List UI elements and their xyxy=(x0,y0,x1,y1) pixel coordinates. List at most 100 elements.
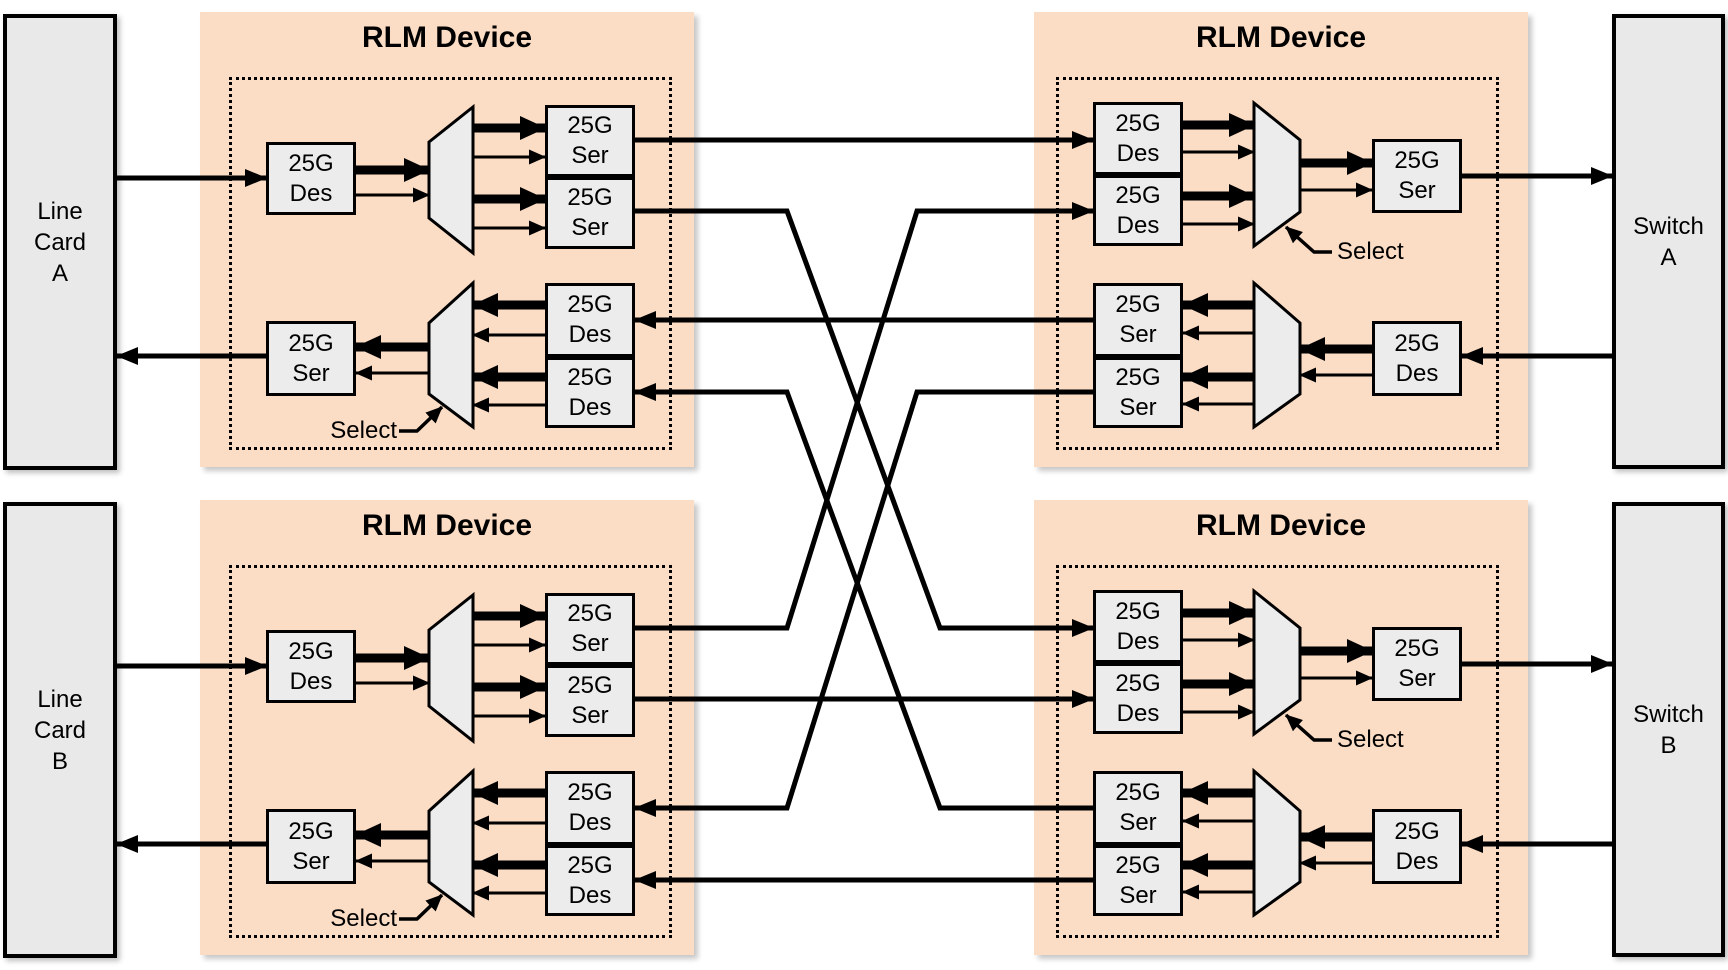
rlm-device-top-right: RLM Device 25G Des 25G Des 25G Ser 25G S… xyxy=(1034,12,1528,467)
chip-label: 25G xyxy=(1394,635,1440,662)
chip-label: Des xyxy=(289,179,333,207)
chip-label: Ser xyxy=(571,214,609,241)
chip-label: Ser xyxy=(1398,665,1436,692)
chip-label: 25G xyxy=(1115,109,1161,137)
ser2-box: 25G Ser xyxy=(545,177,635,249)
ser1-box: 25G Ser xyxy=(545,105,635,177)
line-card-a-label: Line xyxy=(37,197,83,225)
chip-label: 25G xyxy=(567,291,613,318)
chip-label: 25G xyxy=(567,672,613,699)
chip-label: Des xyxy=(1116,627,1160,655)
chip-label: 25G xyxy=(1115,181,1161,209)
ser-box-egress: 25G Ser xyxy=(266,321,356,396)
chip-label: Ser xyxy=(1119,809,1157,836)
ser-box-egress: 25G Ser xyxy=(1372,139,1462,213)
chip-label: Des xyxy=(1395,847,1439,875)
ser-box-egress: 25G Ser xyxy=(266,809,356,884)
select-label: Select xyxy=(1337,238,1404,265)
des2-box: 25G Des xyxy=(1093,175,1183,246)
demux-ratio-label: 1:2 xyxy=(435,655,467,681)
ser2-box: 25G Ser xyxy=(1093,357,1183,428)
chip-label: Des xyxy=(568,881,612,909)
ser1-box: 25G Ser xyxy=(545,593,635,665)
des-box-ingress: 25G Des xyxy=(266,142,356,215)
des1-box: 25G Des xyxy=(545,283,635,357)
chip-label: 25G xyxy=(1115,363,1161,391)
chip-label: 25G xyxy=(1115,851,1161,879)
chip-label: Ser xyxy=(1119,881,1157,909)
rlm-device-title: RLM Device xyxy=(1195,509,1367,542)
link-tr-ser2-to-bl-des1 xyxy=(634,389,1093,817)
des1-box: 25G Des xyxy=(1093,590,1183,663)
chip-label: 25G xyxy=(1115,597,1161,625)
chip-label: Des xyxy=(1116,211,1160,239)
mux-ratio-label: 2:1 xyxy=(435,833,467,859)
chip-label: 25G xyxy=(288,817,334,845)
chip-label: 25G xyxy=(288,149,334,177)
mux-ratio-label: 2:1 xyxy=(1261,651,1293,677)
chip-label: 25G xyxy=(288,637,334,665)
switch-b-label: Switch xyxy=(1633,700,1704,728)
des-box-ingress: 25G Des xyxy=(266,630,356,703)
chip-label: 25G xyxy=(1394,147,1440,174)
chip-label: 25G xyxy=(1115,291,1161,318)
chip-label: Ser xyxy=(571,630,609,657)
chip-label: Des xyxy=(1116,139,1160,167)
chip-label: Ser xyxy=(1119,393,1157,421)
rlm-device-title: RLM Device xyxy=(361,21,533,54)
des2-box: 25G Des xyxy=(1093,663,1183,734)
des2-box: 25G Des xyxy=(545,357,635,428)
line-card-a: Line Card A xyxy=(3,14,117,470)
chip-label: Des xyxy=(568,321,612,348)
line-card-b-label: B xyxy=(51,747,68,775)
demux-ratio-label: 1:2 xyxy=(1261,833,1293,859)
line-card-b-label: Line xyxy=(37,685,83,713)
des1-box: 25G Des xyxy=(1093,102,1183,175)
rlm-device-title: RLM Device xyxy=(361,509,533,542)
switch-b-label: B xyxy=(1660,731,1677,759)
chip-label: Des xyxy=(1116,699,1160,727)
ser2-box: 25G Ser xyxy=(545,665,635,737)
chip-label: Ser xyxy=(292,847,330,875)
chip-label: 25G xyxy=(567,851,613,879)
chip-label: 25G xyxy=(567,600,613,627)
chip-label: 25G xyxy=(567,112,613,139)
demux-ratio-label: 1:2 xyxy=(1261,345,1293,371)
chip-label: 25G xyxy=(1115,779,1161,806)
chip-label: Ser xyxy=(1398,177,1436,204)
chip-label: Ser xyxy=(292,359,330,387)
switch-a-label: Switch xyxy=(1633,212,1704,240)
rlm-device-top-left: RLM Device 25G Des 25G Ser 25G Ser 25G S… xyxy=(200,12,694,467)
chip-label: 25G xyxy=(567,363,613,391)
ser-box-egress: 25G Ser xyxy=(1372,627,1462,701)
switch-a-label: A xyxy=(1660,243,1677,271)
des1-box: 25G Des xyxy=(545,771,635,845)
link-tl-ser2-to-br-des1 xyxy=(635,208,1094,637)
chip-label: Ser xyxy=(571,142,609,169)
ser1-box: 25G Ser xyxy=(1093,283,1183,357)
line-card-b-label: Card xyxy=(33,716,87,744)
chip-label: 25G xyxy=(1115,669,1161,697)
chip-label: 25G xyxy=(567,184,613,211)
chip-label: Des xyxy=(289,667,333,695)
switch-a: Switch A xyxy=(1612,14,1725,469)
rlm-device-title: RLM Device xyxy=(1195,21,1367,54)
chip-label: 25G xyxy=(1394,329,1440,357)
rlm-device-bottom-left: RLM Device 25G Des 25G Ser 25G Ser 25G S… xyxy=(200,500,694,955)
line-card-b: Line Card B xyxy=(3,502,117,958)
chip-label: Ser xyxy=(1119,321,1157,348)
chip-label: 25G xyxy=(1394,817,1440,845)
switch-b: Switch B xyxy=(1612,502,1725,957)
mux-ratio-label: 2:1 xyxy=(1261,163,1293,189)
chip-label: 25G xyxy=(288,329,334,357)
chip-label: 25G xyxy=(567,779,613,806)
des-box-ingress: 25G Des xyxy=(1372,809,1462,884)
chip-label: Des xyxy=(568,393,612,421)
rlm-device-bottom-right: RLM Device 25G Des 25G Des 25G Ser 25G S… xyxy=(1034,500,1528,955)
des-box-ingress: 25G Des xyxy=(1372,321,1462,396)
des2-box: 25G Des xyxy=(545,845,635,916)
link-bl-ser1-to-tr-des2 xyxy=(635,202,1094,631)
mux-ratio-label: 2:1 xyxy=(435,345,467,371)
ser2-box: 25G Ser xyxy=(1093,845,1183,916)
